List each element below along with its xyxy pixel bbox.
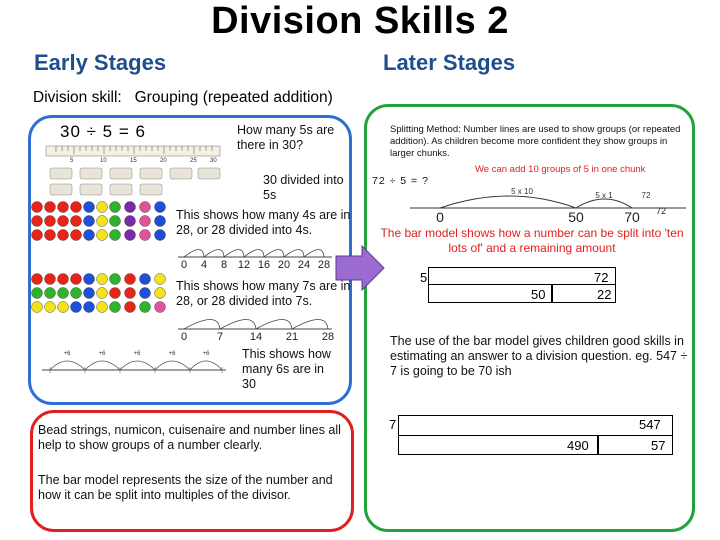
numline-4s-label: 28: [318, 259, 330, 270]
ruler-label: 5: [70, 158, 74, 164]
early-equation: 30 ÷ 5 = 6: [60, 122, 146, 142]
number-line-72: 5 x 10 5 x 1 72 0 50 70 72: [400, 184, 690, 224]
jump-label: 72: [642, 191, 651, 200]
number-line-7s: 0 7 14 21 28: [176, 316, 336, 342]
numline-7s-label: 7: [217, 331, 223, 342]
ruler-label: 20: [160, 158, 167, 164]
numline-4s-label: 12: [238, 259, 250, 270]
bar2-part2: 57: [651, 438, 665, 453]
caption-6s: This shows how many 6s are in 30: [242, 347, 340, 392]
bar1-part1: 50: [531, 287, 545, 302]
splitting-method-text: Splitting Method: Number lines are used …: [390, 124, 688, 160]
numline-4s-label: 0: [181, 259, 187, 270]
hop-label: +6: [134, 351, 142, 357]
bar2-total: 547: [639, 417, 661, 432]
chunk-note: We can add 10 groups of 5 in one chunk: [475, 164, 695, 176]
bead-array-4s: [30, 200, 170, 244]
number-line-6s: +6 +6 +6 +6 +6: [40, 346, 230, 382]
early-stages-heading: Early Stages: [34, 50, 166, 76]
numline-72-label: 70: [624, 209, 640, 224]
bar2-divisor: 7: [389, 417, 396, 432]
bar-model-caption: The bar model shows how a number can be …: [372, 226, 692, 256]
resources-paragraph-1: Bead strings, numicon, cuisenaire and nu…: [38, 423, 343, 453]
numline-7s-label: 28: [322, 331, 334, 342]
number-line-4s: 0 4 8 12 16 20 24 28: [176, 244, 336, 270]
numline-4s-label: 24: [298, 259, 310, 270]
numline-4s-label: 8: [221, 259, 227, 270]
numline-7s-label: 14: [250, 331, 262, 342]
numline-4s-label: 16: [258, 259, 270, 270]
numline-72-label: 50: [568, 209, 584, 224]
bead-array-7s: [30, 272, 170, 316]
division-skill-line: Division skill: Grouping (repeated addit…: [33, 89, 333, 107]
hop-label: +6: [99, 351, 107, 357]
bar1-total: 72: [594, 270, 608, 285]
bar2-part1: 490: [567, 438, 589, 453]
later-stages-heading: Later Stages: [383, 50, 515, 76]
resources-paragraph-2: The bar model represents the size of the…: [38, 473, 343, 503]
ruler-label: 10: [100, 158, 107, 164]
bar1-part2: 22: [597, 287, 611, 302]
ruler-label: 30: [210, 158, 217, 164]
hop-label: +6: [203, 351, 211, 357]
jump-label: 5 x 1: [595, 191, 613, 200]
ruler-label: 25: [190, 158, 197, 164]
hop-label: +6: [64, 351, 72, 357]
numline-7s-label: 21: [286, 331, 298, 342]
question-how-many-5s: How many 5s are there in 30?: [237, 123, 345, 153]
jump-label: 5 x 10: [511, 187, 533, 196]
estimating-text: The use of the bar model gives children …: [390, 334, 690, 379]
page-title: Division Skills 2: [0, 0, 720, 43]
ruler-label: 15: [130, 158, 137, 164]
caption-7s: This shows how many 7s are in 28, or 28 …: [176, 279, 356, 309]
bar1-divisor: 5: [420, 270, 427, 285]
caption-4s: This shows how many 4s are in 28, or 28 …: [176, 208, 356, 238]
numline-72-label: 72: [656, 206, 666, 216]
numline-7s-label: 0: [181, 331, 187, 342]
numline-72-label: 0: [436, 209, 444, 224]
hop-label: +6: [169, 351, 177, 357]
numline-4s-label: 20: [278, 259, 290, 270]
question-30-divided: 30 divided into 5s: [263, 173, 353, 203]
ruler-number-line: 5 10 15 20 25 30: [42, 140, 224, 202]
numline-4s-label: 4: [201, 259, 207, 270]
